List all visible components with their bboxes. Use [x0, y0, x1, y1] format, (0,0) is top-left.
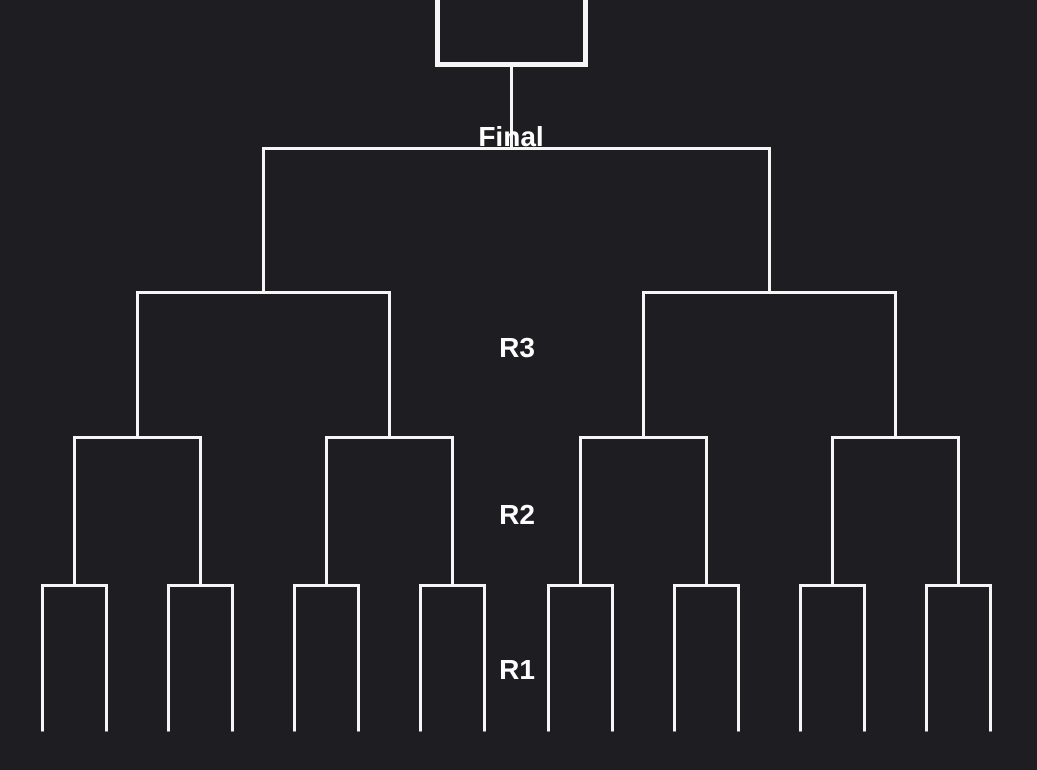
r2-connector-4: [831, 436, 960, 587]
round-label-r3: R3: [499, 332, 535, 363]
r1-connector-4: [419, 584, 486, 732]
r3-connector-right: [642, 291, 897, 439]
r1-connector-1: [41, 584, 108, 732]
r2-connector-1: [73, 436, 202, 587]
round-label-r1: R1: [499, 654, 535, 685]
round-label-final: Final: [478, 121, 543, 152]
r2-connector-2: [325, 436, 454, 587]
r1-connector-2: [167, 584, 234, 732]
r1-connector-7: [799, 584, 866, 732]
r1-connector-6: [673, 584, 740, 732]
round-labels: Final R3 R2 R1: [478, 121, 543, 685]
final-connector: [262, 147, 771, 294]
r1-connector-3: [293, 584, 360, 732]
r1-connector-5: [547, 584, 614, 732]
round-label-r2: R2: [499, 499, 535, 530]
r3-connector-left: [136, 291, 391, 439]
r1-connector-8: [925, 584, 992, 732]
bracket-lines: [41, 0, 992, 732]
r2-connector-3: [579, 436, 708, 587]
